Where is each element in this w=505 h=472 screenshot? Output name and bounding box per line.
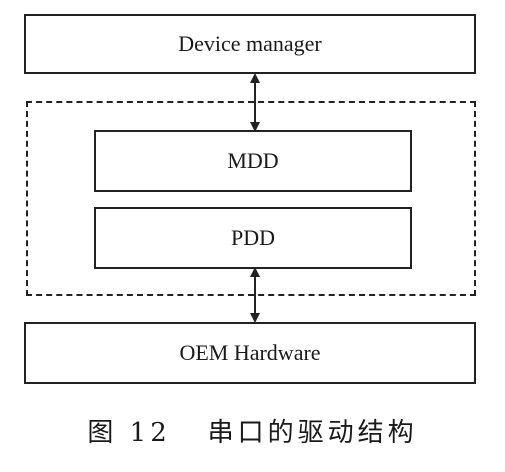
oem-hardware-box: OEM Hardware [24, 322, 476, 384]
oem-hardware-label: OEM Hardware [179, 340, 321, 365]
device-manager-label: Device manager [178, 31, 322, 56]
figure-caption: 图 12 串口的驱动结构 [87, 418, 418, 448]
pdd-box: PDD [94, 207, 412, 269]
pdd-label: PDD [230, 225, 275, 250]
mdd-label: MDD [227, 148, 279, 173]
mdd-box: MDD [94, 130, 412, 192]
device-manager-box: Device manager [24, 14, 476, 74]
